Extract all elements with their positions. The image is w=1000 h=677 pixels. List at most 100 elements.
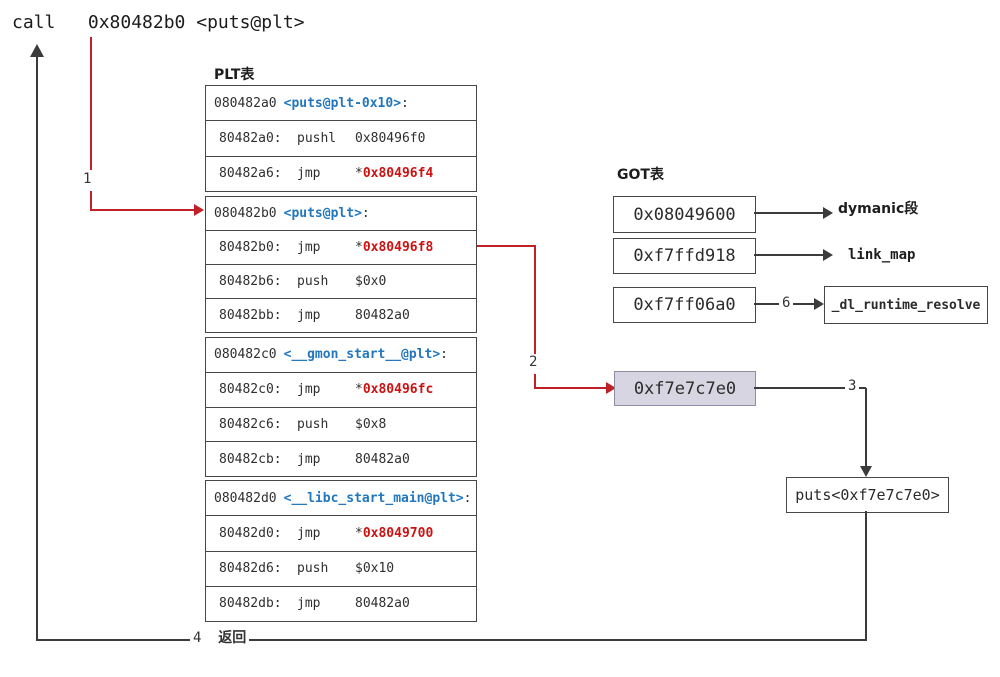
plt-instruction-row: 80482d0: jmp *0x8049700 (206, 515, 476, 550)
inst-addr: 80482b6: (219, 274, 282, 289)
step4-return-text: 返回 (218, 630, 247, 646)
plt-symbol: <__gmon_start__@plt> (283, 347, 441, 363)
plt-instruction-row: 80482c6: push $0x8 (206, 406, 476, 442)
plt-instruction-row: 80482bb: jmp 80482a0 (206, 298, 476, 332)
resolved-address-box: 0xf7e7c7e0 (614, 371, 756, 406)
inst-operand: 80482a0 (355, 308, 410, 323)
plt-instruction-row: 80482c0:jmp*0x80496fc (206, 371, 476, 407)
inst-addr: 80482c0: (219, 382, 282, 398)
plt-addr: 080482a0 (214, 95, 277, 111)
plt-colon: : (401, 95, 409, 111)
step4-return-label: 4 返回 (190, 630, 250, 647)
plt-header-row: 080482c0<__gmon_start__@plt>: (206, 338, 476, 372)
flow3-line-right (754, 387, 866, 389)
flow4-line-down (865, 511, 867, 640)
puts-function-box: puts<0xf7e7c7e0> (786, 477, 949, 513)
flow2-line-down2 (534, 374, 536, 388)
inst-addr: 80482c6: (219, 416, 282, 432)
inst-addr: 80482d0: (219, 525, 282, 541)
flow1-line-down2 (90, 191, 92, 210)
puts-function-label: puts<0xf7e7c7e0> (795, 486, 940, 504)
inst-addr: 80482cb: (219, 451, 282, 467)
inst-addr: 80482b0: (219, 240, 282, 255)
step6-label: 6 (779, 295, 794, 312)
inst-star: * (355, 525, 363, 541)
inst-operand: $0x0 (355, 274, 387, 289)
flow2-line-right (477, 245, 536, 247)
got-value: 0xf7ff06a0 (633, 295, 736, 315)
inst-operand: $0x10 (355, 561, 395, 577)
inst-opcode: jmp (297, 525, 321, 541)
plt-group-gmon-start: 080482c0<__gmon_start__@plt>: 80482c0:jm… (205, 337, 477, 477)
plt-instruction-row: 80482cb: jmp 80482a0 (206, 441, 476, 476)
plt-addr: 080482c0 (214, 347, 277, 363)
inst-star: * (355, 166, 363, 182)
arrow-right-icon (823, 207, 833, 219)
plt-instruction-row: 80482d6: push $0x10 (206, 550, 476, 586)
inst-star: * (355, 240, 363, 255)
got-target-dynamic-segment: dymanic段 (838, 201, 919, 217)
flow3-line-down (865, 388, 867, 467)
inst-opcode: jmp (297, 596, 321, 612)
inst-opcode: pushl (297, 130, 337, 146)
plt-symbol: <puts@plt> (283, 206, 362, 221)
arrow-right-icon (823, 249, 833, 261)
resolved-address: 0xf7e7c7e0 (633, 378, 737, 399)
inst-operand: 0x80496f0 (355, 130, 426, 146)
inst-opcode: jmp (297, 308, 321, 323)
inst-operand-got-slot: 0x80496fc (362, 382, 434, 398)
dl-runtime-resolve-box: _dl_runtime_resolve (824, 286, 988, 324)
step4-number: 4 (193, 630, 202, 646)
inst-addr: 80482bb: (219, 308, 282, 323)
inst-operand-got-slot: 0x80496f4 (362, 166, 434, 182)
got-entry-resolver: 0xf7ff06a0 (613, 287, 756, 323)
plt-instruction-row: 80482a0: pushl 0x80496f0 (206, 120, 476, 155)
plt-addr: 080482b0 (214, 206, 277, 221)
plt-header-row: 080482b0 <puts@plt>: (206, 197, 476, 230)
arrow-up-icon (30, 44, 44, 57)
plt-group-puts-plt: 080482b0<puts@plt>: 80482b0:jmp*0x80496f… (205, 196, 477, 333)
step3-label: 3 (845, 378, 860, 395)
flow1-line-down (90, 37, 92, 170)
arrow-right-icon (814, 298, 824, 310)
flow2-line-down (534, 245, 536, 355)
plt-addr: 080482d0 (214, 490, 277, 506)
step2-label: 2 (526, 354, 541, 371)
flow1-line-right (90, 209, 194, 211)
inst-addr: 80482d6: (219, 561, 282, 577)
flow2-line-right2 (534, 387, 606, 389)
got-value: 0x08049600 (633, 204, 736, 225)
got-arrow-line-2 (754, 254, 823, 256)
inst-opcode: push (297, 416, 329, 432)
arrow-right-red-icon (606, 382, 616, 394)
got-table-title: GOT表 (617, 167, 664, 183)
plt-instruction-row: 80482a6:jmp*0x80496f4 (206, 155, 476, 191)
inst-opcode: jmp (297, 451, 321, 467)
plt-instruction-row: 80482b6: push $0x0 (206, 264, 476, 298)
plt-colon: : (361, 206, 370, 221)
inst-operand: $0x8 (355, 416, 387, 432)
inst-addr: 80482db: (219, 596, 282, 612)
return-line-left (36, 56, 38, 640)
plt-instruction-row: 80482db: jmp 80482a0 (206, 585, 476, 621)
got-value: 0xf7ffd918 (633, 246, 736, 266)
arrow-right-red-icon (194, 204, 204, 216)
arrow-down-icon (860, 466, 872, 477)
inst-opcode: jmp (297, 382, 321, 398)
inst-opcode: push (297, 274, 329, 289)
inst-opcode: jmp (297, 240, 321, 255)
got-arrow-line-1 (754, 212, 823, 214)
inst-opcode: push (297, 561, 329, 577)
plt-colon: : (463, 490, 472, 506)
plt-instruction-row: 80482b0:jmp*0x80496f8 (206, 230, 476, 264)
inst-addr: 80482a6: (219, 166, 282, 182)
inst-addr: 80482a0: (219, 130, 282, 146)
inst-operand-got-slot: 0x8049700 (362, 525, 434, 541)
got-target-link-map: link_map (848, 247, 916, 263)
inst-operand: 80482a0 (355, 596, 410, 612)
inst-operand: 80482a0 (355, 451, 410, 467)
step1-label: 1 (80, 171, 95, 188)
